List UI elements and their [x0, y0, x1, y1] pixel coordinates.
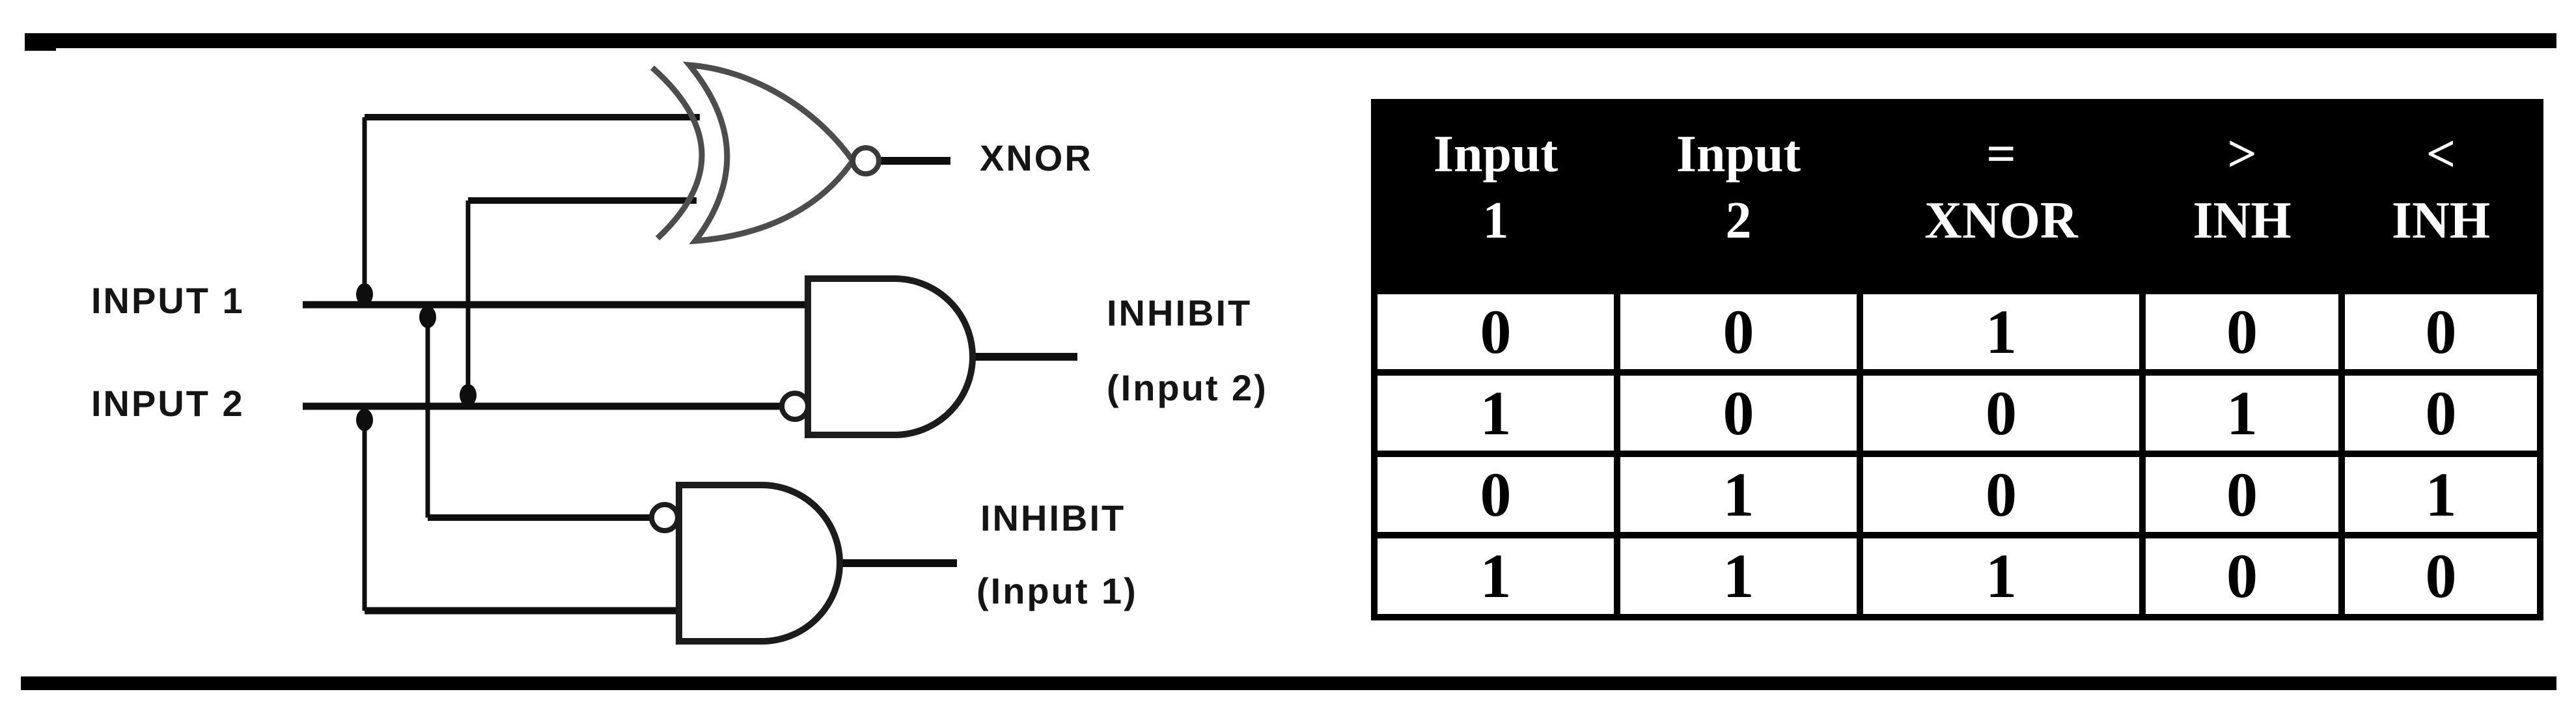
junction-dot-input2-xnor — [460, 384, 477, 406]
input2-label: INPUT 2 — [91, 383, 245, 424]
truth-table-cell: 1 — [1863, 538, 2139, 614]
truth-table-cell: 1 — [1378, 376, 1614, 451]
truth-table-cell: 0 — [2146, 538, 2338, 614]
junction-dot-input1-xnor — [356, 283, 373, 305]
truth-table-cell: 1 — [1378, 538, 1614, 614]
inhibit-input2-inverter-bubble-icon — [779, 391, 810, 422]
truth-table-cell: 1 — [2146, 376, 2338, 451]
truth-table-cell: 0 — [1378, 294, 1614, 369]
truth-table-cell: 0 — [1620, 294, 1857, 369]
inhibit-input1-gate — [649, 482, 843, 645]
truth-table-cell: 0 — [1378, 457, 1614, 532]
header-line2: 1 — [1482, 192, 1509, 249]
truth-table-header-xnor: = XNOR — [1863, 105, 2139, 288]
truth-table-cell: 0 — [2146, 457, 2338, 532]
top-border-rule — [25, 33, 2556, 48]
truth-table-cell: 1 — [1620, 457, 1857, 532]
header-line1: = — [1986, 126, 2016, 183]
truth-table-cell: 1 — [2345, 457, 2537, 532]
truth-table-cell: 0 — [2345, 376, 2537, 451]
header-line2: XNOR — [1924, 192, 2078, 249]
truth-table-cell: 0 — [2345, 538, 2537, 614]
top-border-rule-step — [25, 33, 56, 51]
inhibit-input1-gate-body — [676, 482, 843, 645]
inhibit-input2-label-line1: INHIBIT — [1107, 292, 1253, 333]
inhibit-input2-gate-body — [805, 275, 976, 438]
truth-table-header-input2: Input 2 — [1620, 105, 1857, 288]
junction-dots — [356, 283, 477, 431]
truth-table-cell: 0 — [2146, 294, 2338, 369]
xnor-gate-body — [682, 61, 857, 245]
inhibit-input1-label-line1: INHIBIT — [980, 497, 1126, 538]
truth-table-cell: 0 — [1863, 457, 2139, 532]
input1-label: INPUT 1 — [91, 280, 245, 321]
xnor-gate — [650, 61, 881, 245]
header-line1: < — [2426, 126, 2456, 183]
xnor-gate-outer-arc — [650, 65, 705, 241]
truth-table-cell: 0 — [1863, 376, 2139, 451]
truth-table-header-greater-inh: > INH — [2146, 105, 2338, 288]
header-line2: 2 — [1725, 192, 1752, 249]
truth-table-cell: 0 — [2345, 294, 2537, 369]
inhibit-input2-gate — [779, 275, 976, 438]
xnor-output-bubble-icon — [850, 145, 881, 176]
truth-table: Input 1 Input 2 = XNOR > INH < INH 0 0 1… — [1371, 99, 2543, 620]
truth-table-header-input1: Input 1 — [1378, 105, 1614, 288]
junction-dot-input1-bottom-gate — [419, 306, 436, 328]
truth-table-cell: 1 — [1863, 294, 2139, 369]
header-line2: INH — [2193, 192, 2292, 249]
bottom-border-rule — [21, 676, 2556, 690]
truth-table-cell: 1 — [1620, 538, 1857, 614]
junction-dot-input2-bottom-gate — [356, 409, 373, 431]
inhibit-input1-inverter-bubble-icon — [649, 502, 680, 533]
truth-table-cell: 0 — [1620, 376, 1857, 451]
inhibit-input2-label-line2: (Input 2) — [1107, 367, 1268, 408]
header-line2: INH — [2391, 192, 2491, 249]
xnor-output-label: XNOR — [980, 137, 1093, 178]
header-line1: Input — [1676, 126, 1801, 183]
wires — [303, 114, 1077, 615]
header-line1: Input — [1433, 126, 1558, 183]
inhibit-input1-label-line2: (Input 1) — [976, 570, 1138, 611]
truth-table-header-less-inh: < INH — [2345, 105, 2537, 288]
header-line1: > — [2227, 126, 2257, 183]
